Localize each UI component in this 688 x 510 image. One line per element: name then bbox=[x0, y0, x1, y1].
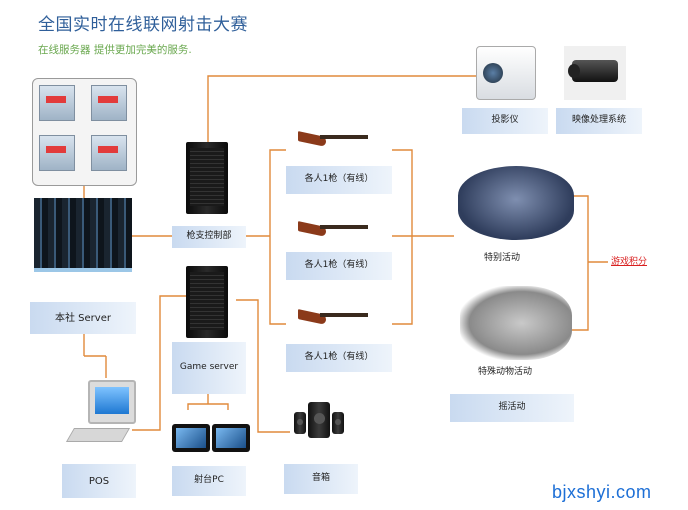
dragon-image bbox=[458, 166, 574, 240]
watermark: bjxshyi.com bbox=[552, 482, 652, 502]
game-server-label: Game server bbox=[172, 342, 246, 394]
control-rack-icon bbox=[186, 142, 228, 214]
activity-label: 摇活动 bbox=[450, 394, 574, 422]
server-cabinet-icon bbox=[39, 85, 75, 121]
gun-label-2: 各人1枪（有线） bbox=[286, 252, 392, 280]
fengtai-pc-label: 射台PC bbox=[172, 466, 246, 496]
gun-bracket-left bbox=[269, 149, 286, 325]
speaker-label: 音箱 bbox=[284, 464, 358, 494]
page-subtitle: 在线服务器 提供更加完美的服务. bbox=[38, 44, 192, 56]
link-control-projector bbox=[207, 75, 476, 142]
pc-monitor-icon bbox=[88, 380, 136, 424]
server-cabinet-icon bbox=[91, 85, 127, 121]
server-label: 本社 Server bbox=[30, 302, 136, 334]
tablet-icon bbox=[172, 424, 210, 452]
tablet-icon bbox=[212, 424, 250, 452]
datacenter-image bbox=[34, 198, 132, 272]
animals-image bbox=[460, 286, 572, 360]
projector-label: 投影仪 bbox=[462, 108, 548, 134]
server-cabinet-icon bbox=[39, 135, 75, 171]
pos-label: POS bbox=[62, 464, 136, 498]
gun-label-1: 各人1枪（有线） bbox=[286, 166, 392, 194]
server-cabinet-icon bbox=[91, 135, 127, 171]
video-label: 映像处理系统 bbox=[556, 108, 642, 134]
camera-icon bbox=[564, 46, 626, 100]
gun-label-3: 各人1枪（有线） bbox=[286, 344, 392, 372]
link-pos-gameserver bbox=[132, 295, 186, 431]
speaker-icon bbox=[332, 412, 344, 434]
link-gs-speaker bbox=[236, 299, 290, 433]
tablet-bracket bbox=[187, 403, 229, 410]
gun-bracket-right bbox=[392, 149, 413, 325]
activity-bracket bbox=[568, 195, 589, 331]
game-server-rack-icon bbox=[186, 266, 228, 338]
gun-icon bbox=[298, 131, 368, 150]
special-activity-label: 特别活动 bbox=[484, 253, 521, 263]
animals-activity-label: 特殊动物活动 bbox=[478, 367, 533, 377]
control-label: 枪支控制部 bbox=[172, 226, 246, 248]
projector-icon bbox=[476, 46, 536, 100]
points-link[interactable]: 游戏积分 bbox=[611, 257, 648, 267]
gun-icon bbox=[298, 309, 368, 328]
speaker-icon bbox=[308, 402, 330, 438]
keyboard-icon bbox=[65, 428, 131, 442]
gun-icon bbox=[298, 221, 368, 240]
speaker-icon bbox=[294, 412, 306, 434]
page-title: 全国实时在线联网射击大赛 bbox=[38, 15, 248, 35]
server-panel bbox=[32, 78, 137, 186]
